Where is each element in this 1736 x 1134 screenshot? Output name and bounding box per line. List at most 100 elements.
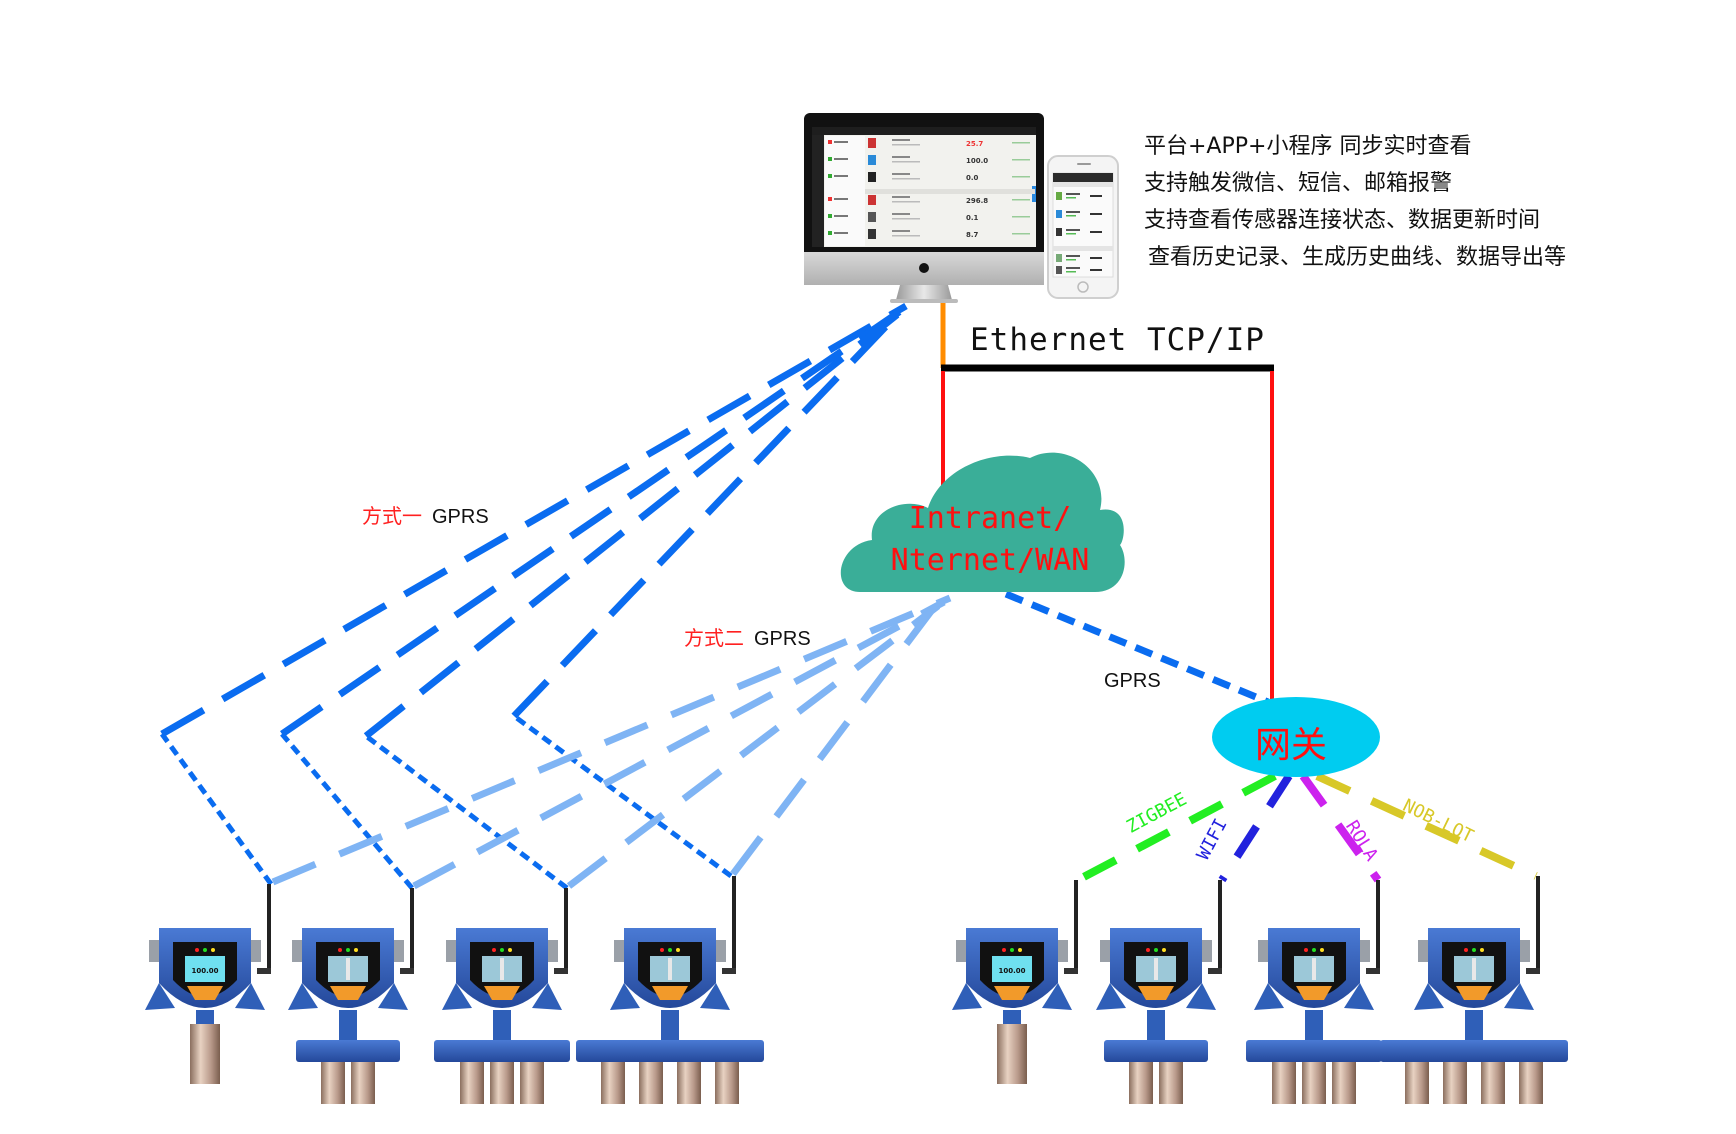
status-led (1304, 948, 1308, 952)
mount-ear-left (1414, 983, 1444, 1010)
sensor-connector (1332, 1062, 1356, 1104)
detector-screen-divider (668, 958, 672, 980)
phone-sensor-icon (1056, 254, 1062, 262)
phone-row-status (1066, 259, 1076, 261)
monitor-row-status (1012, 142, 1030, 144)
status-led (660, 948, 664, 952)
antenna-mount (1366, 968, 1380, 974)
antenna-mount (1064, 968, 1078, 974)
detector-screen (185, 956, 225, 982)
monitor-sensor-icon (868, 155, 876, 165)
monitor-list-panel (825, 136, 865, 246)
ethernet-label: Ethernet TCP/IP (970, 322, 1265, 358)
monitor-row-sub (892, 201, 920, 203)
sensor-connector (1405, 1062, 1429, 1104)
phone-sensor-icon (1056, 266, 1062, 274)
monitor-sensor-icon (868, 195, 876, 205)
sensor-connector (1519, 1062, 1543, 1104)
monitor-list-dot (828, 197, 832, 201)
phone-row-label (1066, 211, 1080, 213)
status-led (1002, 948, 1006, 952)
antenna-icon (1218, 880, 1222, 974)
manifold-base (1104, 1040, 1208, 1062)
connection-links (159, 302, 1538, 890)
phone-row-status (1066, 197, 1076, 199)
gas-detector-left-4 (576, 876, 764, 1104)
gprs-method-one-link (511, 315, 897, 719)
cloud-shape (840, 452, 1125, 592)
monitor-row-label (892, 230, 910, 232)
cable-gland-right (1358, 940, 1370, 962)
antenna-icon (410, 888, 414, 974)
wireless-link-nob-lot (1315, 772, 1538, 880)
sensor-connector (1302, 1062, 1326, 1104)
antenna-mount (722, 968, 736, 974)
detector-screen-value: 100.00 (191, 967, 218, 975)
sensor-connector (1159, 1062, 1183, 1104)
wireless-link-zigbee (1076, 772, 1277, 884)
monitor-row-status (1012, 216, 1030, 218)
monitor-list-dot (828, 157, 832, 161)
monitor-row-sub (892, 235, 920, 237)
gas-detector-left-2 (288, 888, 414, 1104)
monitor-list-label (834, 198, 848, 200)
cable-gland-left (1100, 940, 1112, 962)
cloud-network (840, 452, 1125, 592)
antenna-mount (400, 968, 414, 974)
sensor-connector (715, 1062, 739, 1104)
phone-row-label (1066, 193, 1080, 195)
monitor-sensor-icon (868, 138, 876, 148)
cable-gland-right (714, 940, 726, 962)
status-led (195, 948, 199, 952)
monitor-row-label (892, 213, 910, 215)
antenna-icon (267, 884, 271, 974)
gprs-method-one-drop (364, 734, 569, 890)
detector-buttons (994, 986, 1030, 1000)
phone-row-value (1090, 195, 1102, 197)
monitor-row-status (1012, 159, 1030, 161)
mount-ear-left (288, 983, 318, 1010)
sensor-connector (351, 1062, 375, 1104)
manifold-base (434, 1040, 570, 1062)
status-led (1472, 948, 1476, 952)
phone-row-label (1066, 255, 1080, 257)
phone-row-label (1066, 229, 1080, 231)
monitor-list-label (834, 141, 848, 143)
mount-ear-left (145, 983, 175, 1010)
phone-rows (1056, 192, 1102, 274)
phone-sensor-icon (1056, 210, 1062, 218)
wireless-link-rola (1299, 773, 1382, 883)
monitor-stand (896, 285, 952, 300)
monitor-list-dot (828, 231, 832, 235)
phone-home-button (1077, 281, 1089, 293)
cable-gland-right (546, 940, 558, 962)
status-led (1464, 948, 1468, 952)
antenna-icon (1376, 880, 1380, 974)
gas-detector-right-2 (1096, 880, 1222, 1104)
phone-row-status (1066, 233, 1076, 235)
mount-ear-right (1042, 983, 1072, 1010)
status-led (354, 948, 358, 952)
manifold-base (1246, 1040, 1382, 1062)
sensor-connector (190, 1024, 220, 1084)
monitor-reading: 8.7 (966, 231, 979, 239)
method-one-en: GPRS (432, 506, 489, 528)
monitor-row-sub (892, 161, 920, 163)
monitor-row-label (892, 156, 910, 158)
cable-gland-right (1518, 940, 1530, 962)
sensor-connector (1129, 1062, 1153, 1104)
manifold-base (296, 1040, 400, 1062)
status-led (346, 948, 350, 952)
cable-gland-left (956, 940, 968, 962)
gprs-method-one-drop (280, 732, 414, 890)
cable-gland-right (1056, 940, 1068, 962)
phone-section-bar (1053, 182, 1113, 187)
mount-ear-right (1186, 983, 1216, 1010)
status-led (1154, 948, 1158, 952)
feature-item: 平台+APP+小程序 同步实时查看 (1144, 134, 1472, 159)
status-led (508, 948, 512, 952)
method-two-en: GPRS (754, 628, 811, 650)
monitor-row-status (1012, 199, 1030, 201)
